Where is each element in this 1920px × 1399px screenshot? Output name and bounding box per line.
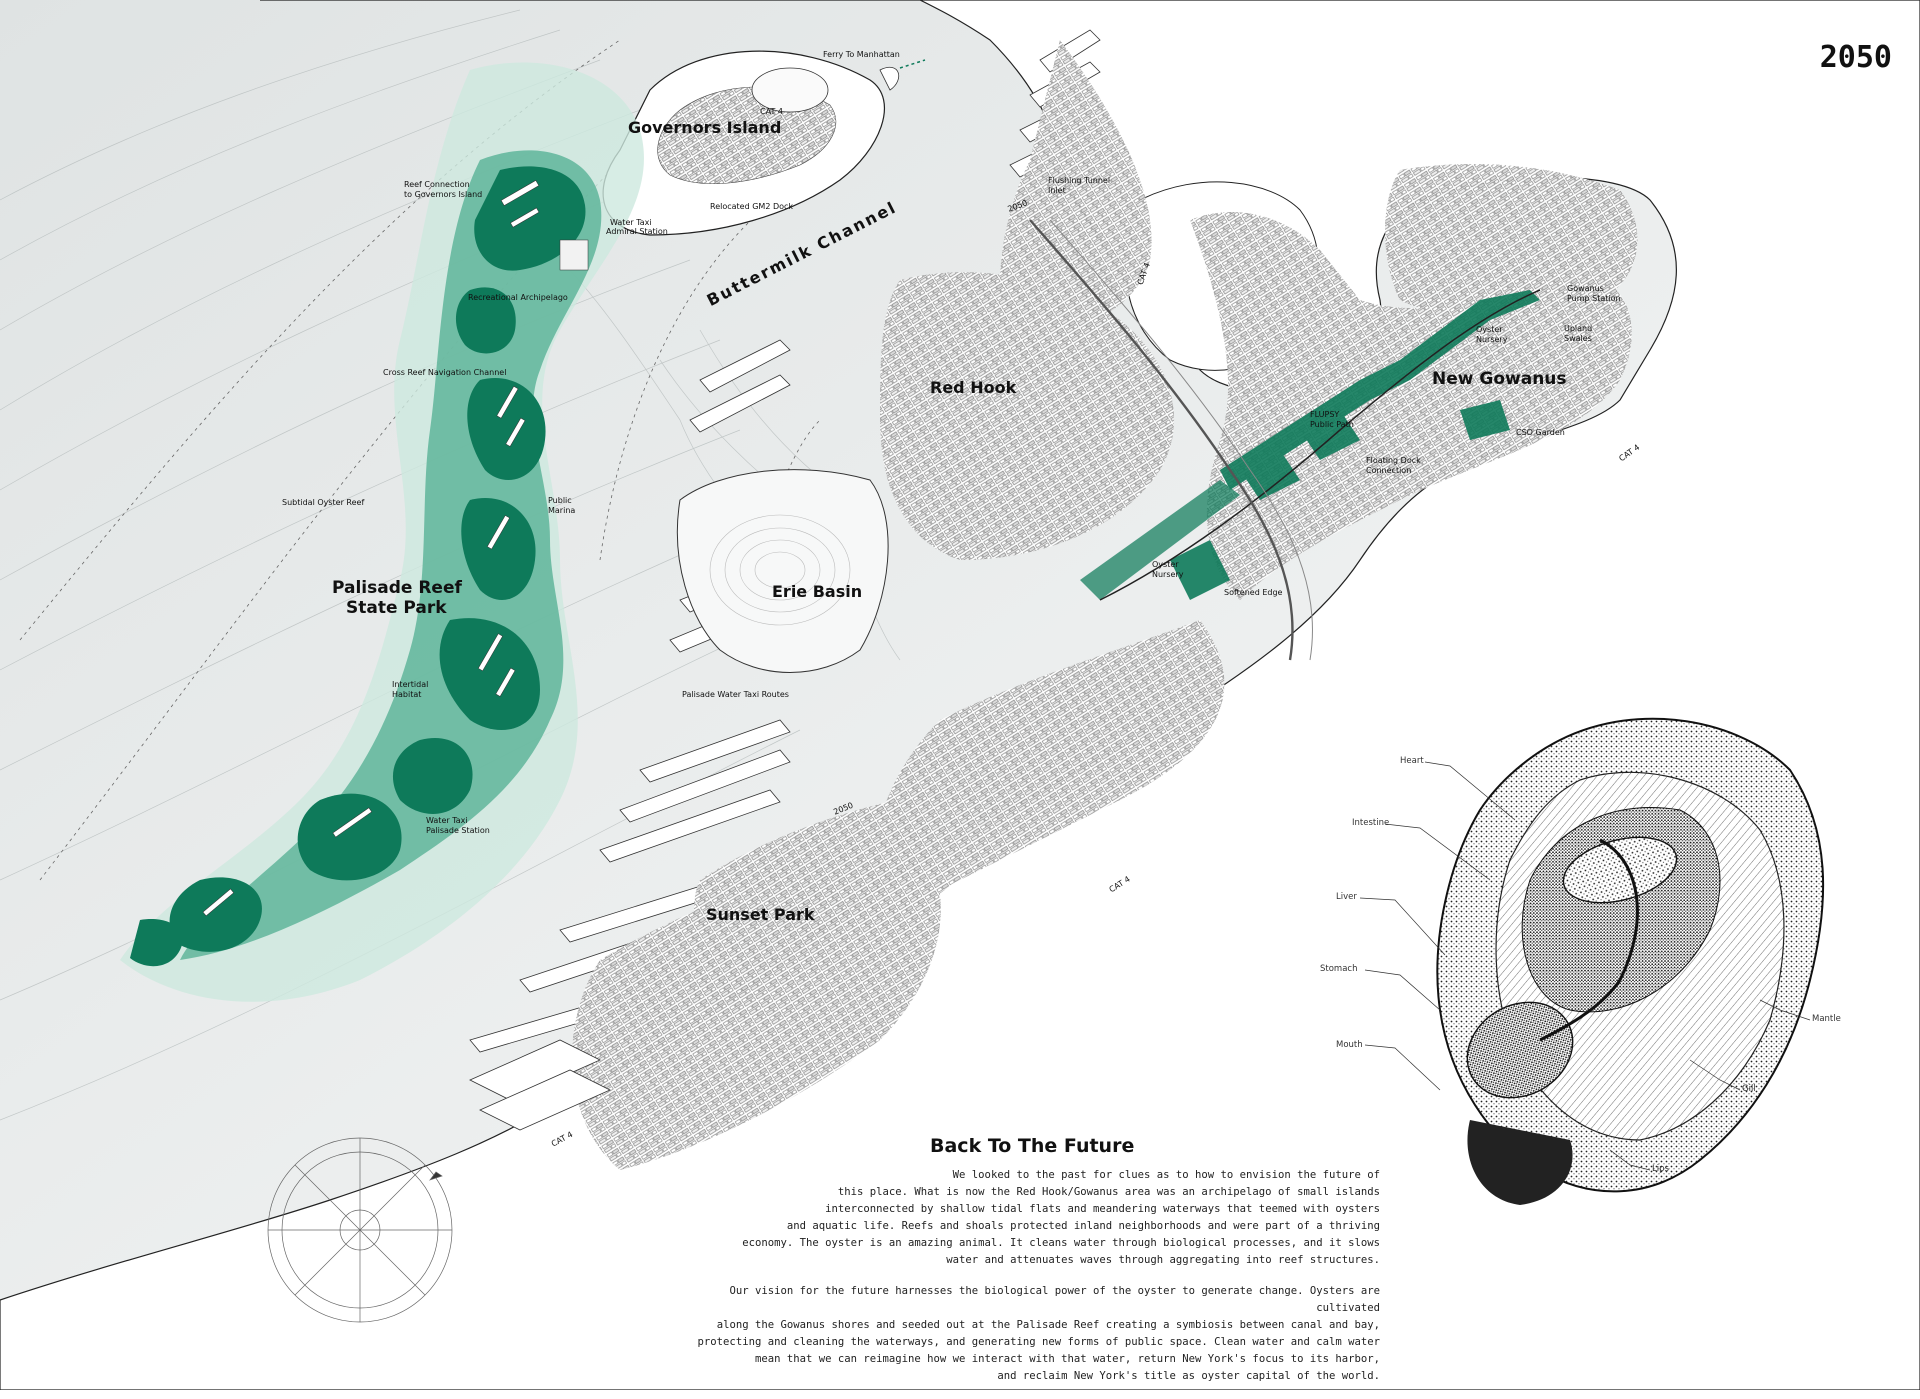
palisade-routes-label: Palisade Water Taxi Routes (682, 690, 789, 699)
oyster-lips-label: Lips (1652, 1164, 1669, 1174)
p1-line: and aquatic life. Reefs and shoals prote… (786, 1220, 1380, 1232)
upland-label-2: Swales (1564, 334, 1592, 343)
oyster-mantle-label: Mantle (1812, 1014, 1841, 1024)
state-park-label: State Park (346, 598, 447, 618)
flupsy-label-1: FLUPSY (1310, 410, 1340, 419)
public-marina-label-1: Public (548, 496, 572, 505)
p2-line: along the Gowanus shores and seeded out … (716, 1319, 1380, 1331)
oyster-intestine-label: Intestine (1352, 818, 1390, 828)
oyster-nursery-low-label-2: Nursery (1152, 570, 1184, 579)
water-taxi-palisade-label-1: Water Taxi (426, 816, 468, 825)
flupsy-label-2: Public Path (1310, 420, 1354, 429)
intertidal-label-2: Habitat (392, 690, 422, 699)
red-hook-label: Red Hook (930, 378, 1017, 397)
highway-2 (1049, 219, 1313, 661)
year-label: 2050 (1819, 40, 1892, 75)
palisade-reef-label: Palisade Reef (332, 578, 462, 598)
oyster-nursery-top-label-1: Oyster (1476, 325, 1503, 334)
narrative-text: Back To The Future We looked to the past… (690, 1135, 1380, 1399)
p2-line: protecting and cleaning the waterways, a… (697, 1336, 1380, 1348)
cat4-label-gov: CAT 4 (760, 107, 783, 116)
upland-label-1: Upland (1564, 324, 1593, 333)
highway (1029, 219, 1294, 661)
p2-line: mean that we can reimagine how we intera… (754, 1353, 1380, 1365)
flushing-label-2: Inlet (1048, 186, 1066, 195)
oyster-illustration (1436, 717, 1825, 1205)
oyster-leader-lines (1359, 761, 1811, 1171)
city-blocks (572, 40, 1638, 1170)
p1-line: interconnected by shallow tidal flats an… (825, 1203, 1380, 1215)
reef-connection-label-2: to Governors Island (404, 190, 483, 199)
oyster-heart-label: Heart (1400, 756, 1424, 766)
floating-dock-label-1: Floating Dock (1366, 456, 1421, 465)
intertidal-label-1: Intertidal (392, 680, 429, 689)
sunset-piers (469, 1039, 611, 1131)
erie-basin (676, 469, 889, 673)
p1-line: this place. What is now the Red Hook/Gow… (837, 1186, 1380, 1198)
gowanus-pump-label-1: Gowanus (1567, 284, 1604, 293)
erie-basin-label: Erie Basin (772, 582, 863, 601)
oyster-gill-label: Gill (1742, 1084, 1756, 1094)
canal-path (1099, 289, 1541, 601)
recreational-archipelago-label: Recreational Archipelago (468, 293, 568, 302)
narrative-title: Back To The Future (930, 1135, 1135, 1157)
oyster-stomach-label: Stomach (1320, 964, 1358, 974)
ferry-label: Ferry To Manhattan (823, 50, 900, 59)
p1-line: economy. The oyster is an amazing animal… (742, 1237, 1380, 1249)
oyster-mouth-label: Mouth (1336, 1040, 1363, 1050)
gowanus-canal (1080, 290, 1540, 600)
flushing-label-1: Flushing Tunnel (1048, 176, 1111, 185)
reef-platforms (202, 180, 589, 917)
palisade-reef-mid (180, 150, 602, 961)
sunset-park-label: Sunset Park (706, 905, 815, 924)
oyster-nursery-top-label-2: Nursery (1476, 335, 1508, 344)
reef-connection-label-1: Reef Connection (404, 180, 470, 189)
narrative-paragraph-1: We looked to the past for clues as to ho… (690, 1167, 1380, 1269)
governors-island (602, 50, 926, 236)
p1-line: water and attenuates waves through aggre… (946, 1254, 1380, 1266)
cso-garden-label: CSO Garden (1516, 428, 1565, 437)
p1-line: We looked to the past for clues as to ho… (952, 1169, 1380, 1181)
water-taxi-admiral-label-1: Water Taxi (610, 218, 652, 227)
public-marina-label-2: Marina (548, 506, 576, 515)
softened-edge-label: Softened Edge (1224, 588, 1283, 597)
oyster-nursery-low-label-1: Oyster (1152, 560, 1179, 569)
governors-island-label: Governors Island (628, 118, 782, 137)
floating-dock-label-2: Connection (1366, 466, 1412, 475)
palisade-reef-core (130, 166, 586, 967)
water-taxi-admiral-label-2: Admiral Station (606, 227, 668, 236)
narrative-paragraph-2: Our vision for the future harnesses the … (690, 1283, 1380, 1385)
gowanus-pump-label-2: Pump Station (1567, 294, 1621, 303)
new-gowanus-label: New Gowanus (1432, 369, 1567, 389)
relocated-dock-label: Relocated GM2 Dock (710, 202, 794, 211)
cross-reef-label: Cross Reef Navigation Channel (383, 368, 507, 377)
p2-line: Our vision for the future harnesses the … (729, 1285, 1380, 1314)
p2-line: and reclaim New York's title as oyster c… (997, 1370, 1380, 1382)
water-taxi-palisade-label-2: Palisade Station (426, 826, 490, 835)
oyster-liver-label: Liver (1336, 892, 1357, 902)
subtidal-reef-label: Subtidal Oyster Reef (282, 498, 365, 507)
compass-rose (267, 1137, 453, 1323)
